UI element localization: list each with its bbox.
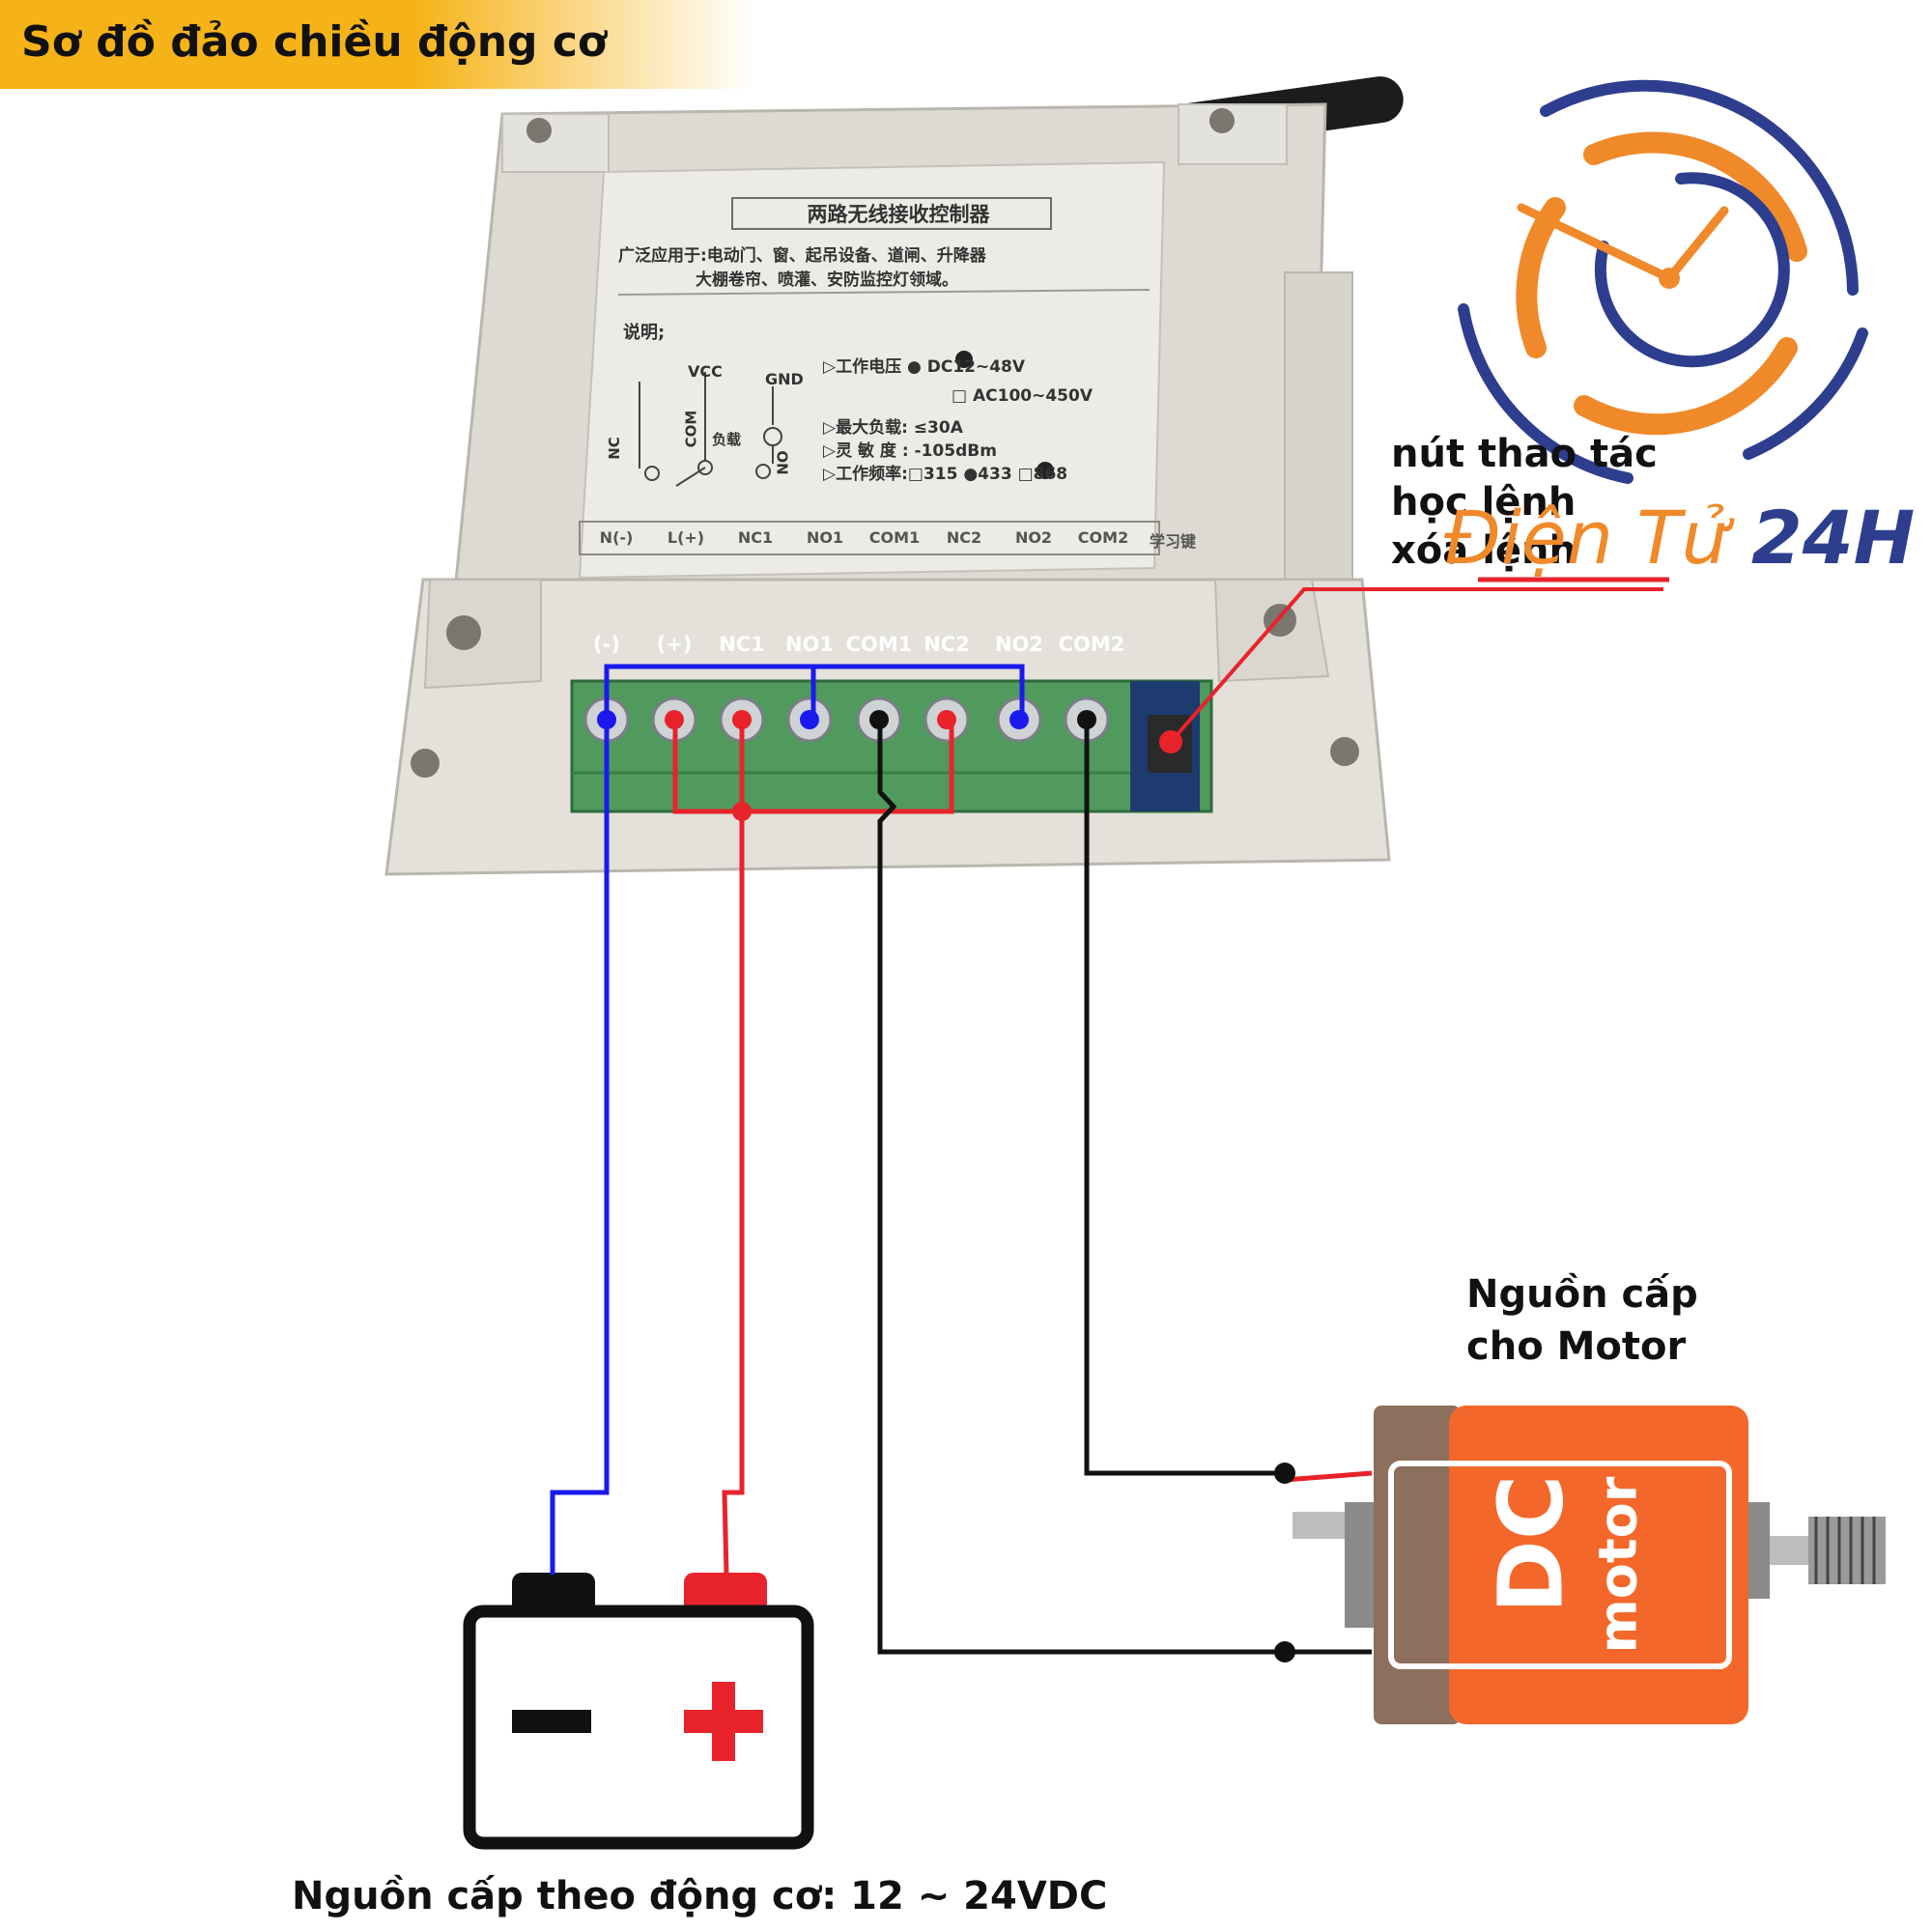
motor-text-motor: motor bbox=[1587, 1476, 1649, 1654]
schematic-gnd-label: GND bbox=[765, 370, 804, 388]
printed-terminal: NO2 bbox=[1014, 528, 1053, 547]
board-note-title: 说明; bbox=[623, 323, 666, 343]
schematic-vcc-label: VCC bbox=[688, 362, 723, 381]
motor-supply-label: Nguồn cấp cho Motor bbox=[1466, 1272, 1698, 1369]
terminal-label: NO2 bbox=[994, 633, 1044, 656]
battery-icon bbox=[463, 1573, 814, 1850]
terminal-label: NC1 bbox=[719, 633, 765, 656]
learn-button-pointer bbox=[1169, 587, 1663, 744]
learn-button-label: nút thao tác học lệnh xóa lệnh bbox=[1391, 432, 1658, 573]
printed-terminal: NO1 bbox=[806, 528, 844, 547]
schematic-nc-label: NC bbox=[605, 437, 623, 460]
spec-sensitivity: ▷灵 敏 度 : -105dBm bbox=[823, 441, 997, 461]
board-desc-line1: 广泛应用于:电动门、窗、起吊设备、道闸、升降器 bbox=[618, 246, 986, 266]
motor-text-dc: DC bbox=[1479, 1474, 1583, 1614]
terminal-label: (-) bbox=[593, 633, 620, 656]
spec-voltage: ▷工作电压 ● DC12~48V bbox=[823, 357, 1026, 377]
spec-ac: □ AC100~450V bbox=[952, 386, 1093, 406]
schematic-no-label: NO bbox=[774, 450, 792, 475]
printed-terminal: COM2 bbox=[1077, 528, 1129, 547]
learn-button[interactable] bbox=[1159, 730, 1182, 753]
schematic-com-label: COM bbox=[682, 410, 700, 448]
printed-terminal: NC1 bbox=[737, 528, 774, 547]
printed-terminal: NC2 bbox=[946, 528, 982, 547]
page-title: Sơ đồ đảo chiều động cơ bbox=[21, 17, 608, 67]
relay-receiver-board bbox=[384, 102, 1391, 876]
terminal-label: NC2 bbox=[923, 633, 970, 656]
battery-label: Nguồn cấp theo động cơ: 12 ~ 24VDC bbox=[292, 1874, 1108, 1918]
brand-logo-text: Điện Tử 24H bbox=[1444, 495, 1915, 581]
dc-motor-icon bbox=[1293, 1406, 1886, 1724]
spec-load: ▷最大负载: ≤30A bbox=[823, 418, 963, 438]
negative-wire bbox=[550, 664, 1025, 1575]
brand-logo-part2: 24H bbox=[1750, 495, 1916, 581]
printed-terminal: L(+) bbox=[667, 528, 705, 547]
logo-emblem-icon bbox=[1458, 79, 1868, 484]
brand-logo-part1: Điện Tử bbox=[1444, 495, 1751, 581]
schematic-load-label: 负载 bbox=[712, 431, 742, 448]
terminal-dot bbox=[1009, 710, 1029, 729]
terminal-label: COM1 bbox=[845, 633, 913, 656]
board-desc-line2: 大棚卷帘、喷灌、安防监控灯领域。 bbox=[696, 270, 958, 290]
title-banner bbox=[0, 0, 753, 89]
printed-terminal: COM1 bbox=[868, 528, 921, 547]
spec-frequency: ▷工作频率:□315 ●433 □868 bbox=[823, 465, 1068, 484]
printed-terminal: 学习键 bbox=[1149, 532, 1196, 551]
positive-wire bbox=[672, 577, 1669, 1576]
board-header-text: 两路无线接收控制器 bbox=[807, 203, 990, 226]
printed-terminal: N(-) bbox=[599, 528, 634, 547]
terminal-dot bbox=[800, 710, 819, 729]
terminal-label: COM2 bbox=[1058, 633, 1125, 656]
terminal-label: (+) bbox=[656, 633, 693, 656]
terminal-label: NO1 bbox=[784, 633, 835, 656]
